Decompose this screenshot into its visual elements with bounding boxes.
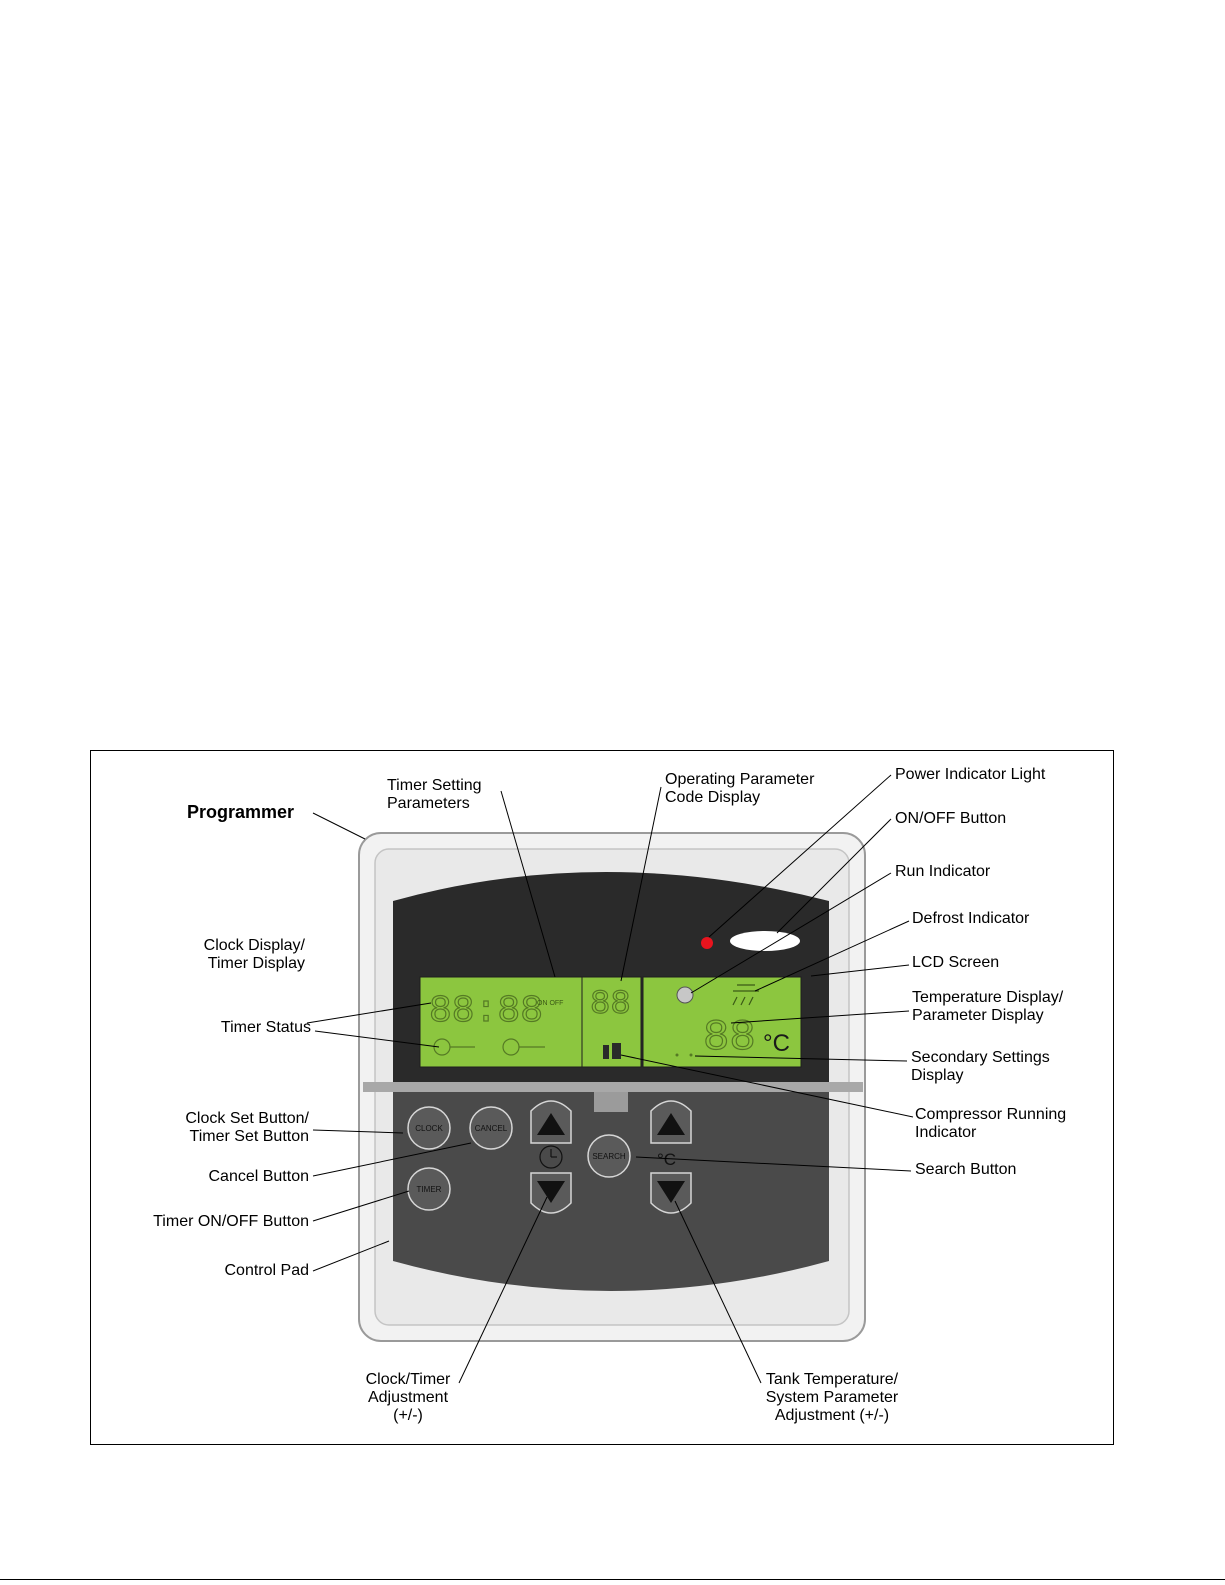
clock-display-digits: 88:88 [429, 990, 543, 1033]
arrow-up-icon [657, 1113, 685, 1135]
control-pad-tab [594, 1092, 628, 1112]
on-off-button-label: ON/OFF Button [895, 810, 1007, 827]
defrost-indicator [732, 984, 759, 1006]
clock-set-button-label: Clock Set Button/ Timer Set Button [185, 1110, 309, 1145]
temp-up-button[interactable] [650, 1100, 692, 1144]
lcd-screen-right [642, 976, 802, 1068]
compressor-running-indicator-label: Compressor Running Indicator [915, 1106, 1067, 1141]
temp-down-button[interactable] [650, 1172, 692, 1214]
timer-on-off-button-label: Timer ON/OFF Button [153, 1213, 309, 1230]
clock-display-label: Clock Display/ Timer Display [203, 937, 305, 972]
svg-text:CANCEL: CANCEL [475, 1124, 508, 1133]
arrow-up-icon [537, 1113, 565, 1135]
power-indicator-light [701, 937, 713, 949]
divider-strip [363, 1082, 863, 1092]
on-off-button[interactable] [730, 931, 800, 951]
code-display-digits: 88 [590, 986, 631, 1024]
svg-text:SEARCH: SEARCH [592, 1152, 626, 1161]
cancel-button-label: Cancel Button [208, 1168, 309, 1185]
clock-icon [539, 1145, 563, 1169]
programmer-label: Programmer [187, 802, 295, 822]
cancel-button[interactable]: CANCEL [469, 1106, 513, 1150]
temperature-display-digits: 88 [703, 1013, 756, 1063]
programmer-illustration: 88:88 ON OFF 88 88 °C [306, 774, 914, 1384]
timer-setting-parameters-label: Timer Setting Parameters [387, 777, 482, 812]
lcd-screen-left [419, 976, 583, 1068]
run-indicator [676, 986, 694, 1004]
svg-text:CLOCK: CLOCK [415, 1124, 443, 1133]
arrow-down-icon [537, 1181, 565, 1203]
clock-up-button[interactable] [530, 1100, 572, 1144]
temperature-display-label: Temperature Display/ Parameter Display [912, 989, 1064, 1024]
timer-status-label: Timer Status [220, 1019, 311, 1036]
defrost-indicator-label: Defrost Indicator [912, 910, 1030, 927]
secondary-settings-display [675, 1053, 693, 1057]
tank-temperature-adjustment-label: Tank Temperature/ System Parameter Adjus… [765, 1371, 899, 1424]
run-indicator-label: Run Indicator [895, 863, 991, 880]
clock-set-button[interactable]: CLOCK [407, 1106, 451, 1150]
svg-text:TIMER: TIMER [417, 1185, 442, 1194]
power-indicator-light-label: Power Indicator Light [895, 766, 1046, 783]
leader-lines [306, 774, 914, 1384]
lcd-screen-label: LCD Screen [912, 954, 1000, 971]
timer-status-icons [433, 1038, 545, 1056]
temperature-unit: °C [763, 1030, 790, 1057]
secondary-settings-display-label: Secondary Settings Display [911, 1049, 1050, 1084]
temp-adjust-unit: °C [657, 1150, 676, 1169]
operating-parameter-code-label: Operating Parameter Code Display [665, 771, 815, 806]
compressor-running-indicator [603, 1043, 621, 1059]
lcd-screen-middle [581, 976, 642, 1068]
page-bottom-rule [0, 1579, 1225, 1580]
clock-down-button[interactable] [530, 1172, 572, 1214]
control-pad [393, 1092, 829, 1291]
search-button[interactable]: SEARCH [587, 1134, 631, 1178]
arrow-down-icon [657, 1181, 685, 1203]
control-pad-label: Control Pad [224, 1262, 310, 1279]
clock-timer-adjustment-label: Clock/Timer Adjustment (+/-) [365, 1371, 451, 1424]
timer-setting-parameters-text: ON OFF [537, 1000, 563, 1007]
timer-on-off-button[interactable]: TIMER [407, 1167, 451, 1211]
diagram-frame: 88:88 ON OFF 88 88 °C [90, 750, 1114, 1445]
search-button-label: Search Button [915, 1161, 1017, 1178]
